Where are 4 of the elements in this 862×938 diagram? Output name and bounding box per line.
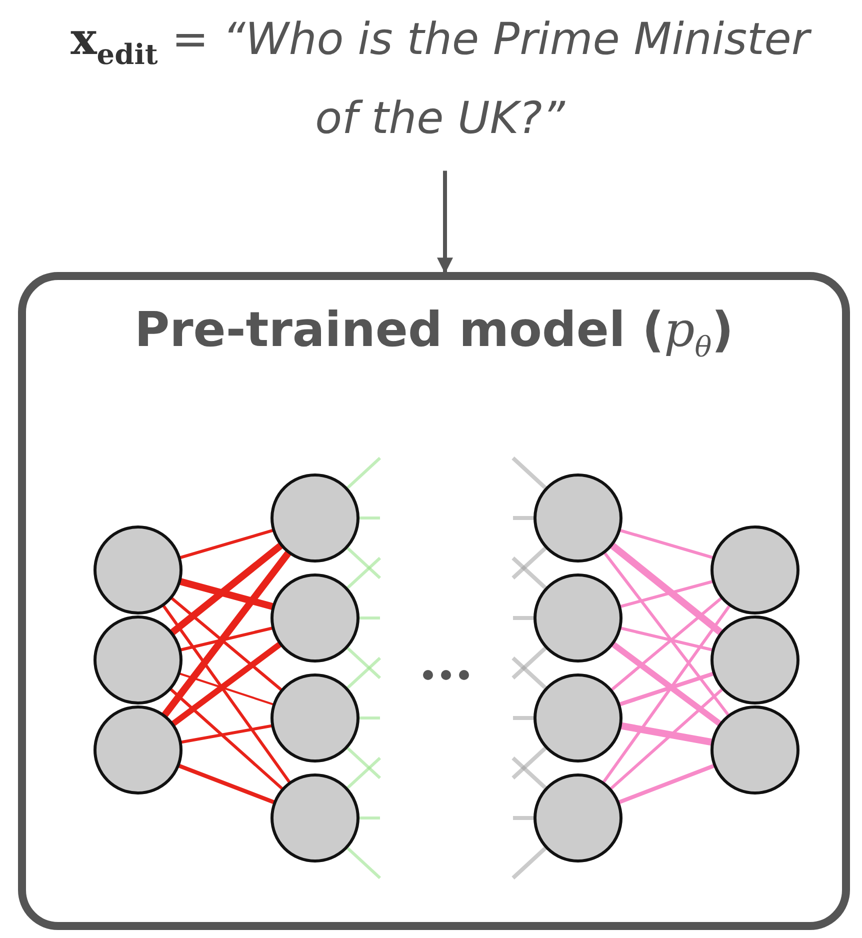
arrow bbox=[437, 170, 453, 274]
box-title: Pre-trained model (p$_{θ}$) bbox=[133, 302, 735, 364]
input-text: x$_{edit}$ = “Who is the Prime Minister of the UK?” bbox=[70, 8, 810, 151]
model-box bbox=[18, 272, 850, 930]
